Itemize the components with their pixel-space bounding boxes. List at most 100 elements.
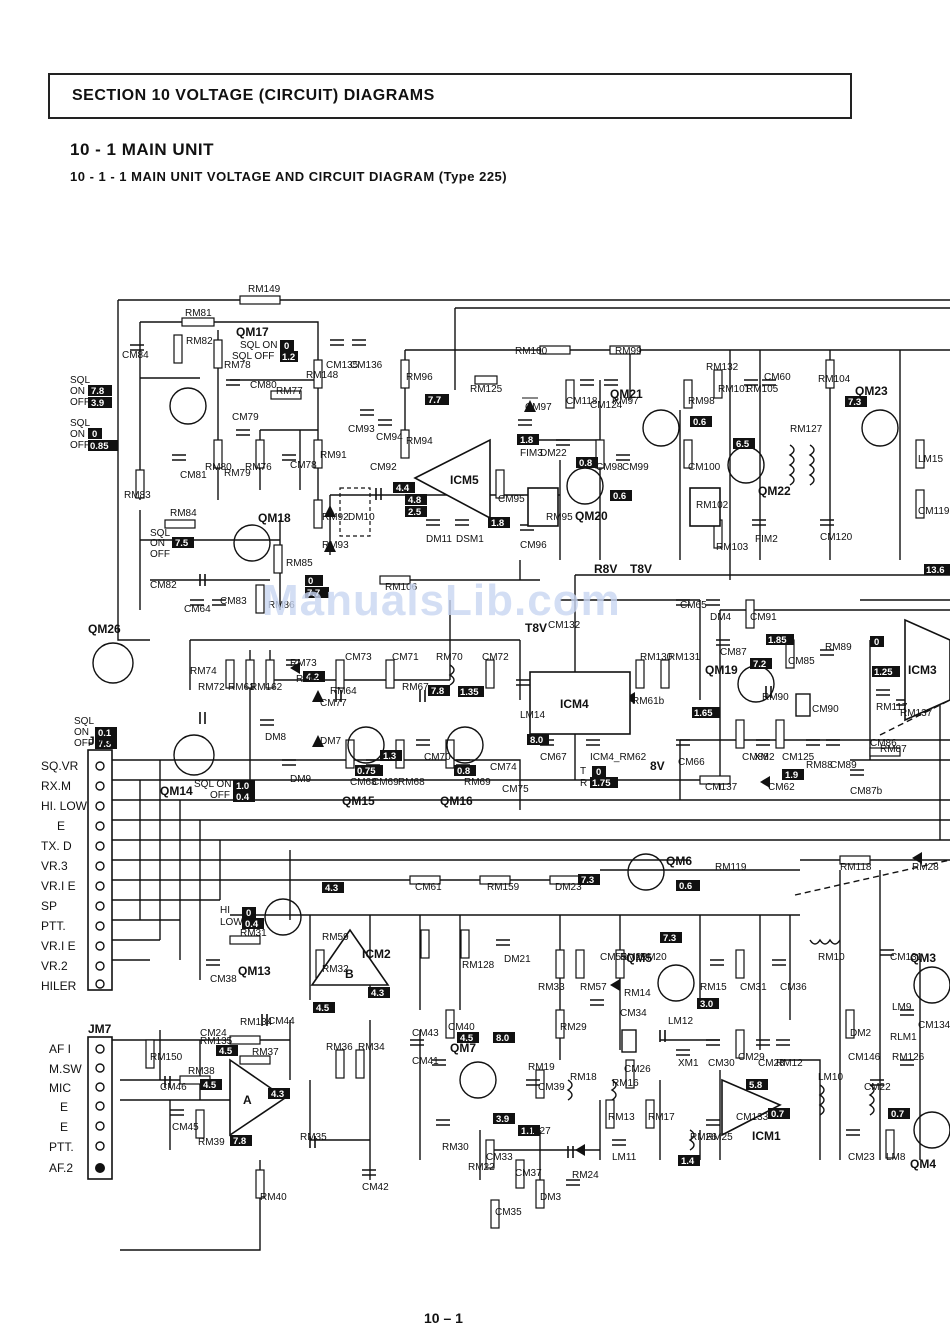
label-t8v-2: T8V [525,621,547,635]
voltage-value: 1.25 [874,667,893,678]
voltage-value: 7.8 [91,386,104,397]
part-reference-label: RM22 [468,1162,495,1173]
part-reference-label: RM118 [840,862,872,873]
part-reference-label: RM93 [322,540,349,551]
part-reference-label: RM78 [224,360,251,371]
transistor-label: QM18 [258,511,291,525]
ic-icm4-label: ICM4 [560,697,589,711]
svg-text:B: B [345,967,354,981]
jm7-title: JM7 [88,1022,112,1036]
label-off: OFF [70,397,90,408]
label-off: OFF [70,440,90,451]
part-reference-label: RM89 [825,642,852,653]
voltage-value: 2.5 [408,507,422,518]
part-reference-label: RM33 [538,982,565,993]
voltage-value: 4.5 [219,1046,233,1057]
part-reference-label: CM124 [590,400,623,411]
part-reference-label: DM8 [265,732,287,743]
part-reference-label: RM67 [402,682,429,693]
jm5-pin-label: VR.I E [41,879,76,893]
voltage-value: 1.9 [785,770,798,781]
part-reference-label: CM30 [708,1058,735,1069]
part-reference-label: RM32 [322,964,349,975]
label-8v: 8V [650,759,665,773]
jm7-pin-label: AF I [49,1042,71,1056]
jm5-pin-label: VR.2 [41,959,68,973]
part-reference-label: CM68 [350,777,377,788]
part-reference-label: CM132 [548,620,581,631]
label-low: LOW [220,917,243,928]
page-number: 10 – 1 [424,1310,463,1326]
voltage-value: 0.4 [236,792,250,803]
voltage-value: 0.8 [457,766,470,777]
part-reference-label: CM136 [350,360,383,371]
voltage-value: 7.8 [233,1136,246,1147]
part-reference-label: CM83 [220,596,247,607]
jm7-pin-label: E [60,1120,68,1134]
transistor-label: QM20 [575,509,608,523]
diagram-title: 10 - 1 - 1 MAIN UNIT VOLTAGE AND CIRCUIT… [70,169,508,184]
voltage-value: 8.0 [530,735,543,746]
part-reference-label: RM24 [572,1170,599,1181]
voltage-value: 1.65 [694,708,713,719]
part-reference-label: RM25 [706,1132,733,1143]
jm5-pin-label: SQ.VR [41,759,79,773]
part-reference-label: CM31 [740,982,767,993]
part-reference-label: RM10 [818,952,845,963]
part-reference-label: DM3 [540,1192,562,1203]
ic-icm1: ICM1 [721,1078,782,1143]
part-reference-label: CM80 [250,380,277,391]
part-reference-label: CM88 [742,752,769,763]
part-reference-label: CM35 [495,1207,522,1218]
part-reference-label: RM27 [524,1126,551,1137]
ic-icm2: ICM2 B [310,928,391,986]
part-reference-label: RM88 [806,760,833,771]
part-reference-label: CM61 [415,882,442,893]
part-reference-label: CM74 [490,762,517,773]
part-reference-label: CM42 [362,1182,389,1193]
transistor-label: QM3 [910,951,936,965]
voltage-value: 7.8 [98,739,111,750]
part-reference-label: RM82 [186,336,213,347]
opamp-a: A [229,1058,287,1137]
part-reference-label: CM89 [830,760,857,771]
voltage-value: 1.3 [383,751,396,762]
voltage-value: 7.3 [663,933,676,944]
part-reference-label: CM77 [320,698,347,709]
jm5-pin-label: TX. D [41,839,72,853]
voltage-value: 4.5 [460,1033,474,1044]
part-reference-label: CM98 [596,462,623,473]
part-reference-label: CM134 [918,1020,950,1031]
part-reference-label: RM36 [326,1042,353,1053]
part-reference-label: RM34 [358,1042,385,1053]
jm7-pin-label: AF.2 [49,1161,73,1175]
voltage-value: 4.3 [371,988,384,999]
part-reference-label: RM64 [330,686,357,697]
jm5-connector [87,749,113,991]
part-reference-label: CM137 [705,782,738,793]
part-reference-label: CM90 [812,704,839,715]
voltage-value: 4.2 [306,672,319,683]
part-reference-label: RM37 [252,1047,279,1058]
voltage-value: 4.5 [203,1080,217,1091]
voltage-value: 0.6 [679,881,692,892]
part-reference-label: CM43 [412,1028,439,1039]
part-reference-label: CM97 [525,402,552,413]
part-reference-label: RM135 [200,1036,233,1047]
part-reference-label: RM98 [688,396,715,407]
voltage-value: 4.3 [325,883,338,894]
part-reference-label: RM18 [570,1072,597,1083]
transistor-label: QM21 [610,387,643,401]
voltage-readings: 7.8 3.9 0 0.85 0 1.2 7.7 4.4 4.8 2.5 1.8… [88,340,950,1167]
jm5-pin-label: E [57,819,65,833]
part-reference-label: RM68 [398,777,425,788]
voltage-value: 0.6 [613,491,626,502]
part-reference-label: CM33 [486,1152,513,1163]
part-reference-label: CM93 [348,424,375,435]
part-reference-label: CM40 [448,1022,475,1033]
part-reference-label: CM60 [764,372,791,383]
part-reference-label: RM162 [250,682,283,693]
part-reference-label: RM159 [487,882,520,893]
voltage-value: 0 [308,576,313,587]
